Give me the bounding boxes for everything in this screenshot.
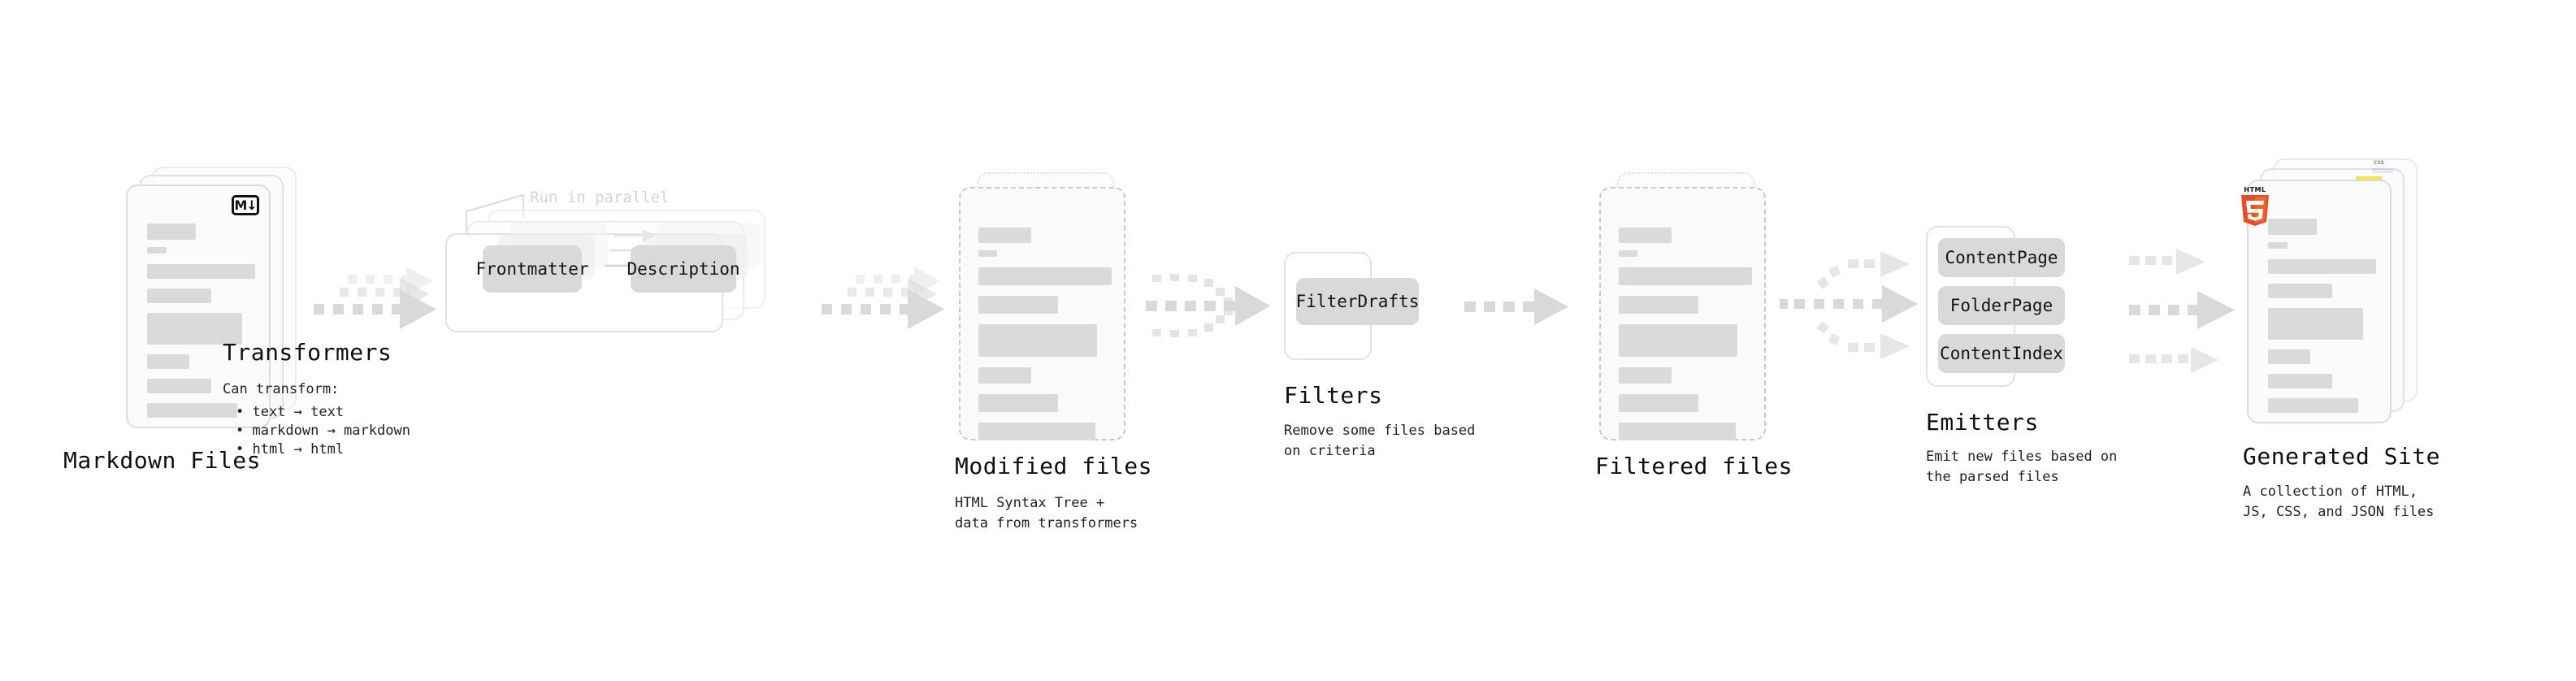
content-bar (1619, 267, 1752, 285)
modified-file-stack (959, 172, 1130, 440)
stage-title-emitters: Emitters (1926, 409, 2039, 436)
stage-title-filters: Filters (1284, 382, 1383, 409)
stage-title-modified-files: Modified files (955, 453, 1153, 479)
content-bar (147, 354, 189, 369)
transformers-bullet-0: • text → text (236, 404, 345, 420)
markdown-card-content (147, 223, 255, 425)
markdown-card-front: M↓ (126, 184, 271, 428)
content-bar (2268, 308, 2363, 340)
content-bar (1619, 367, 1672, 384)
modified-card-front (959, 187, 1125, 440)
css3-icon-label: CSS (2374, 160, 2384, 166)
content-bar (147, 288, 211, 303)
filters-container: FilterDrafts (1284, 252, 1419, 360)
content-bar (147, 247, 167, 254)
filtered-card-content (1619, 228, 1752, 448)
arrow-filtered-to-emitters (1780, 251, 1918, 359)
filters-subtitle: Remove some files based on criteria (1284, 423, 1476, 459)
content-bar (1619, 250, 1637, 257)
emitters-container: ContentPage FolderPage ContentIndex (1926, 226, 2065, 387)
modified-card-content (978, 228, 1112, 448)
content-bar (2268, 242, 2288, 249)
content-bar (1619, 324, 1737, 357)
stage-markdown-files: M↓ Markdown Files (63, 167, 297, 474)
emitters-subtitle: Emit new files based on the parsed files (1926, 449, 2118, 485)
content-bar (978, 324, 1097, 357)
site-card-content (2268, 219, 2376, 420)
content-bar (147, 313, 242, 345)
arrow-transformers-to-modified (822, 267, 944, 329)
chip-contentindex[interactable]: ContentIndex (1938, 334, 2065, 373)
stage-title-filtered-files: Filtered files (1595, 453, 1793, 479)
html5-icon-label: HTML (2244, 186, 2266, 193)
arrow-markdown-to-transformers (314, 267, 436, 329)
content-bar (147, 379, 211, 393)
content-bar (2268, 219, 2317, 235)
content-bar (147, 403, 237, 418)
content-bar (978, 394, 1058, 412)
content-bar (1619, 423, 1736, 440)
stage-generated-site: CSS HTML (2241, 158, 2440, 520)
arrow-modified-to-filters (1146, 274, 1270, 337)
content-bar (1619, 394, 1698, 412)
chip-description[interactable]: Description (627, 245, 740, 293)
content-bar (2268, 259, 2376, 274)
chip-contentpage[interactable]: ContentPage (1938, 238, 2065, 277)
content-bar (2268, 284, 2332, 298)
html5-icon: HTML (2239, 186, 2271, 226)
run-in-parallel-label: Run in parallel (530, 189, 670, 206)
arrow-filters-to-filtered (1464, 288, 1568, 325)
transformers-bullet-2: • html → html (236, 441, 345, 458)
chip-frontmatter[interactable]: Frontmatter (475, 245, 589, 293)
content-bar (2268, 374, 2332, 388)
modified-files-subtitle: HTML Syntax Tree + data from transformer… (955, 495, 1138, 531)
markdown-file-stack: M↓ (126, 167, 297, 428)
chip-filterdrafts[interactable]: FilterDrafts (1296, 278, 1419, 325)
stage-title-transformers: Transformers (223, 339, 392, 366)
content-bar (978, 296, 1058, 314)
content-bar (147, 264, 255, 279)
stage-filtered-files: Filtered files (1595, 172, 1793, 479)
site-card-front: HTML (2241, 180, 2392, 423)
content-bar (978, 423, 1095, 440)
filtered-file-stack (1599, 172, 1770, 440)
transformers-subtitle-head: Can transform: (223, 381, 340, 397)
content-bar (2268, 349, 2310, 364)
content-bar (1619, 296, 1698, 314)
content-bar (147, 223, 196, 240)
content-bar (1619, 228, 1672, 243)
site-file-stack: CSS HTML (2241, 158, 2422, 427)
markdown-icon: M↓ (232, 195, 259, 215)
stage-title-generated-site: Generated Site (2243, 443, 2441, 470)
content-bar (978, 250, 997, 257)
content-bar (978, 267, 1112, 285)
stage-title-markdown-files: Markdown Files (63, 447, 262, 474)
content-bar (978, 228, 1031, 243)
content-bar (978, 367, 1031, 384)
arrow-emitters-to-site (2129, 249, 2235, 373)
content-bar (2268, 398, 2358, 413)
chip-folderpage[interactable]: FolderPage (1938, 286, 2065, 325)
stage-modified-files: Modified files HTML Syntax Tree + data f… (955, 172, 1152, 531)
generated-site-subtitle: A collection of HTML, JS, CSS, and JSON … (2243, 484, 2435, 520)
transformers-bullet-1: • markdown → markdown (236, 423, 410, 439)
filtered-card-front (1599, 187, 1766, 440)
